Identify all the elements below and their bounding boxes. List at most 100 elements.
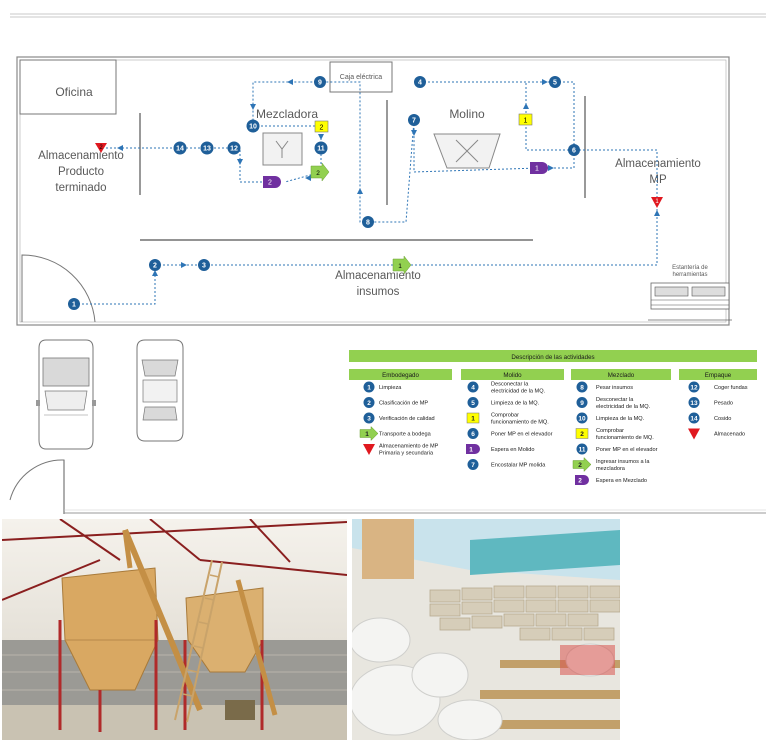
photo-mixer-silos — [2, 519, 347, 740]
legend-item-label: Coger fundas — [714, 385, 748, 391]
legend-section-header — [679, 369, 757, 380]
svg-text:10: 10 — [249, 124, 257, 131]
operation-symbol — [467, 428, 479, 439]
op-14: 14 — [173, 141, 187, 155]
finished-storage-label-2: Producto — [58, 166, 104, 178]
operation-symbol — [576, 381, 588, 393]
inspection-symbol — [466, 412, 480, 424]
operation-symbol — [363, 381, 375, 393]
delay-symbol — [466, 444, 480, 454]
mill-label: Molino — [449, 107, 485, 121]
legend-symbol-number: 12 — [690, 384, 698, 391]
legend-symbol-number: 2 — [578, 477, 582, 484]
plant-outer-wall — [16, 56, 730, 326]
legend-item-label: Limpieza de la MQ. — [596, 416, 645, 422]
op-5: 5 — [549, 76, 561, 88]
svg-text:1: 1 — [398, 263, 402, 270]
legend-symbol-number: 4 — [471, 384, 475, 391]
legend-item-label: Limpieza de la MQ. — [491, 401, 540, 407]
op-11: 11 — [314, 141, 328, 155]
legend-item-label: Limpieza — [379, 385, 402, 391]
operation-symbol — [363, 397, 375, 408]
tool-rack-label-2: herramientas — [672, 272, 707, 278]
legend-item-label: Almacenado — [714, 432, 745, 438]
legend-item-label: mezcladora — [596, 466, 626, 472]
operation-symbol — [576, 443, 588, 455]
delay-symbol — [575, 475, 589, 485]
legend-symbol-number: 1 — [469, 446, 473, 453]
legend-item-label: electricidad de la MQ. — [596, 404, 651, 410]
legend-section-header — [571, 369, 671, 380]
legend-item-label: Primaria y secundaria — [379, 451, 434, 457]
legend-item: Almacenado — [688, 428, 745, 440]
truck-1 — [36, 339, 96, 450]
svg-text:1: 1 — [655, 199, 659, 205]
operation-symbol — [688, 412, 700, 424]
activities-legend: Descripción de las actividades Embodegad… — [349, 350, 757, 485]
op-1: 1 — [68, 298, 80, 310]
op-3: 3 — [198, 259, 210, 271]
svg-text:13: 13 — [203, 146, 211, 153]
svg-text:2: 2 — [316, 170, 320, 177]
legend-title-bar — [349, 350, 757, 362]
operation-symbol — [467, 459, 479, 470]
supplies-storage-label-2: insumos — [357, 286, 400, 298]
supplies-storage-label-1: Almacenamiento — [335, 270, 421, 282]
transport-symbol — [359, 425, 379, 442]
legend-title: Descripción de las actividades — [511, 354, 594, 361]
legend-item-label: Desconectar la — [596, 397, 634, 403]
svg-text:2: 2 — [153, 263, 157, 270]
legend-symbol-number: 13 — [690, 400, 698, 407]
svg-text:9: 9 — [318, 80, 322, 87]
legend-item-label: Encostalar MP molida — [491, 463, 546, 469]
legend-item-label: Ingresar insumos a la — [596, 459, 650, 465]
raw-storage-label-2: MP — [649, 174, 667, 186]
legend-item-label: Almacenamiento de MP — [379, 444, 439, 450]
legend-symbol-number: 6 — [471, 431, 475, 438]
legend-item-label: Comprobar — [491, 413, 519, 419]
legend-symbol-number: 3 — [367, 415, 371, 422]
legend-section-title: Empaque — [705, 372, 732, 379]
legend-symbol-number: 1 — [471, 415, 475, 422]
legend-symbol-number: 11 — [579, 446, 586, 453]
legend-symbol-number: 9 — [580, 400, 584, 407]
svg-text:1: 1 — [524, 118, 528, 125]
legend-item-label: Cosido — [714, 416, 731, 422]
operation-symbol — [688, 381, 700, 393]
electrical-box-label: Caja eléctrica — [340, 74, 383, 81]
legend-section-header — [349, 369, 452, 380]
legend-symbol-number: 8 — [580, 384, 584, 391]
svg-text:1: 1 — [535, 166, 539, 173]
legend-section-title: Embodegado — [382, 372, 419, 379]
process-flow-path — [74, 81, 658, 305]
transport-2: 2 — [310, 162, 330, 182]
legend-item-label: funcionamiento de MQ. — [491, 420, 549, 426]
op-8: 8 — [362, 216, 374, 228]
electrical-box — [329, 61, 393, 93]
legend-item-label: Pesar insumos — [596, 385, 633, 391]
op-9: 9 — [314, 76, 326, 88]
storage-raw-material: 1 — [651, 197, 663, 208]
legend-symbol-number: 1 — [365, 431, 369, 438]
raw-storage-label-1: Almacenamiento — [615, 158, 701, 170]
legend-item-label: funcionamiento de MQ. — [596, 435, 654, 441]
operation-symbol — [688, 397, 700, 408]
op-13: 13 — [200, 141, 214, 155]
legend-item-label: Transporte a bodega — [379, 432, 432, 438]
legend-item: 1 Transporte a bodega — [359, 425, 432, 442]
